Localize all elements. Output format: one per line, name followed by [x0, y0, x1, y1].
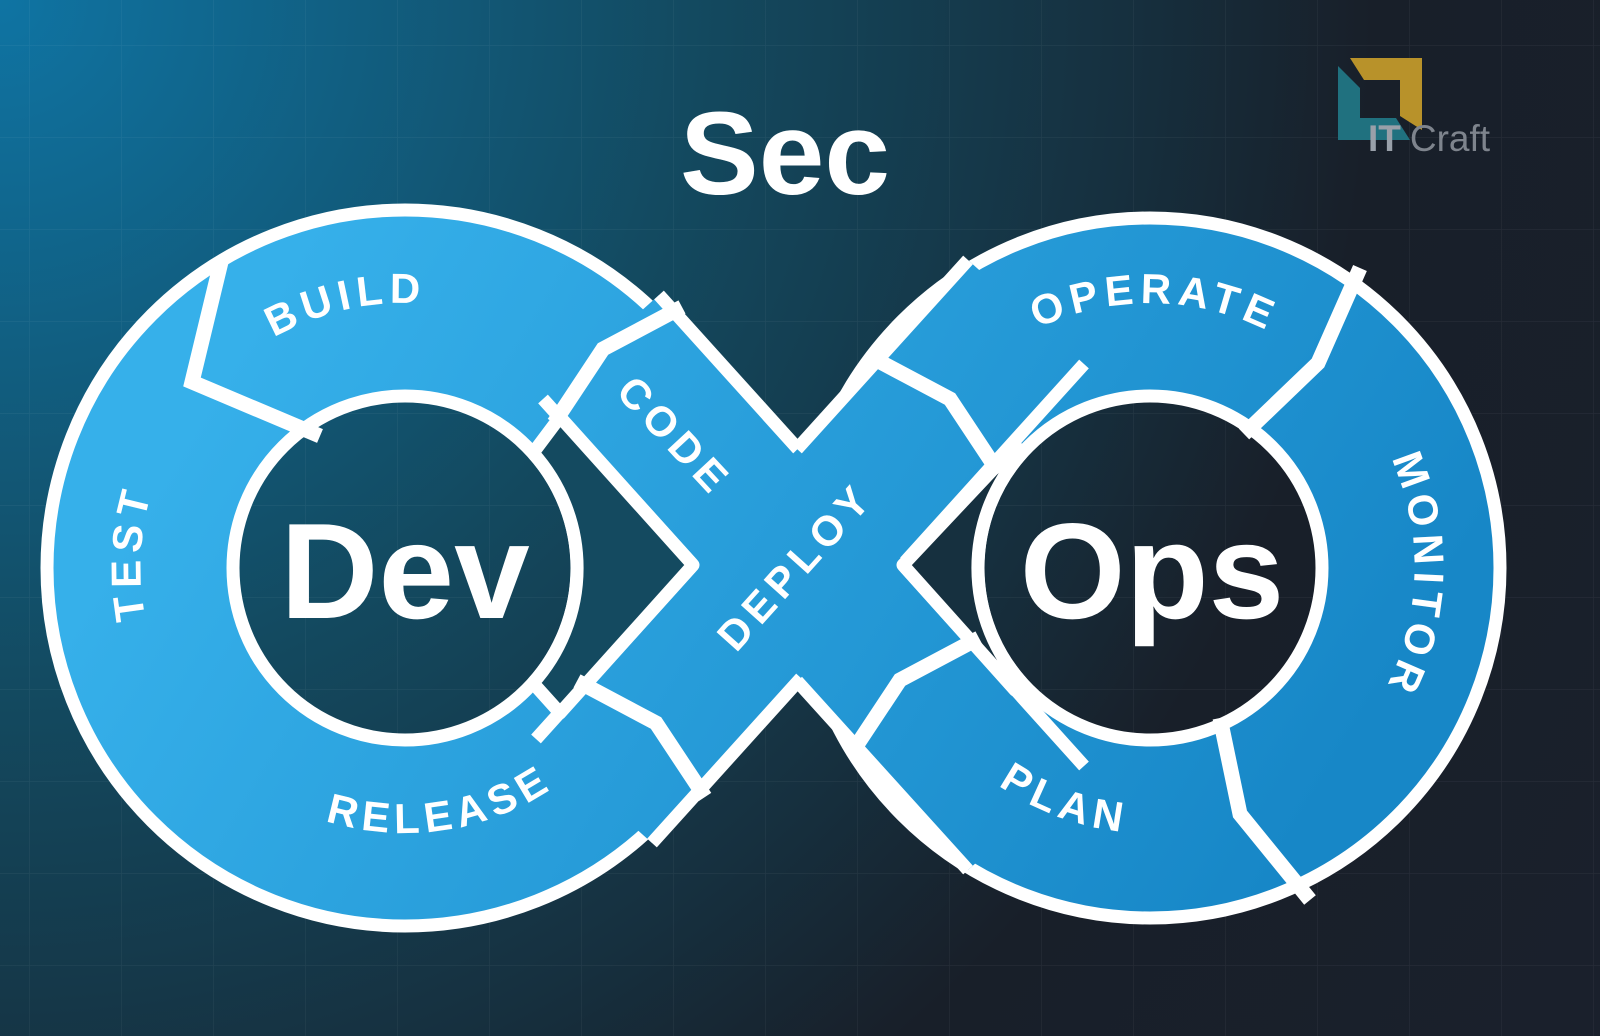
logo-text-craft: Craft	[1410, 118, 1491, 159]
sec-title: Sec	[680, 88, 890, 220]
arrow-notch-release-deploy	[573, 674, 712, 802]
arrow-notch-build-test	[183, 260, 323, 443]
arrow-notch-plan-code	[844, 631, 983, 759]
logo-cube-gold	[1350, 58, 1422, 130]
ops-label: Ops	[1020, 495, 1285, 647]
arrow-notch-deploy-operate	[867, 350, 1006, 478]
logo-cube-teal	[1338, 66, 1410, 140]
arrow-notch-monitor-plan	[1212, 716, 1316, 905]
left-center-wedge	[526, 410, 700, 720]
right-center-wedge	[896, 439, 1029, 697]
dev-label: Dev	[280, 495, 530, 647]
arrow-notch-code-build	[547, 300, 686, 428]
arrow-notch-operate-monitor	[1238, 264, 1367, 440]
logo-text-it: IT	[1368, 118, 1401, 159]
